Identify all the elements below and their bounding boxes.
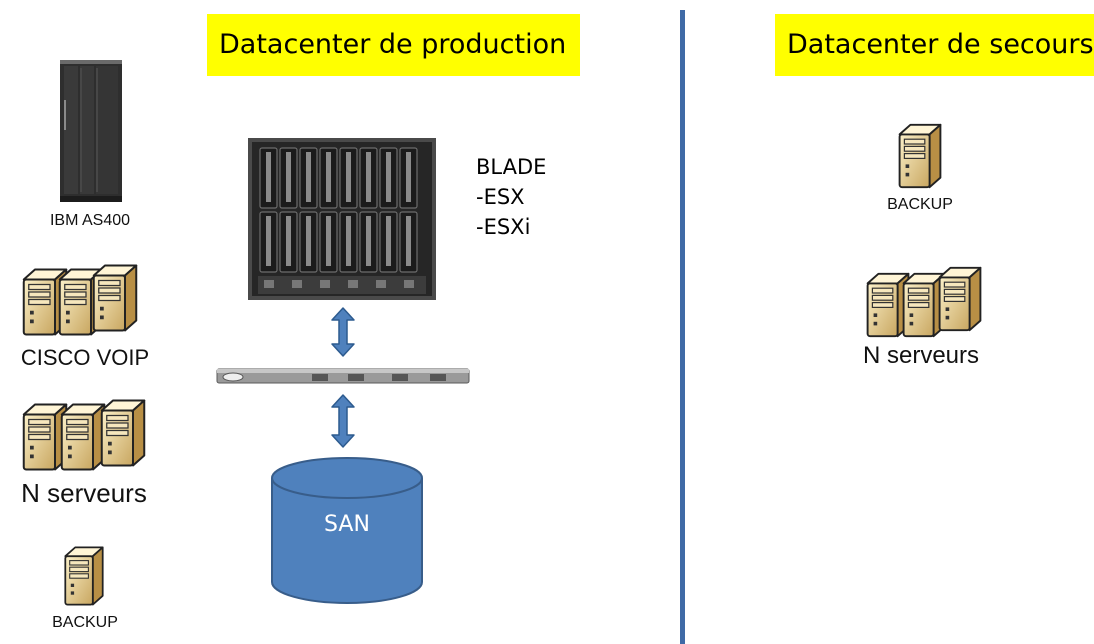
backup-site-title: Datacenter de secours xyxy=(775,14,1094,76)
san-label: SAN xyxy=(324,512,370,537)
blade-line: -ESXi xyxy=(476,215,531,239)
blade-line: -ESX xyxy=(476,185,525,209)
backup-label-left: BACKUP xyxy=(52,614,118,631)
server-tower-icon xyxy=(896,122,944,190)
backup-label-right: BACKUP xyxy=(887,196,953,213)
servers-group-left xyxy=(20,398,150,478)
database-cylinder-icon xyxy=(271,457,423,604)
server-tower-icon xyxy=(90,263,140,333)
server-tower-icon xyxy=(62,545,106,607)
cisco-voip-server-group xyxy=(20,263,140,343)
blade-line: BLADE xyxy=(476,155,547,179)
cisco-voip-label: CISCO VOIP xyxy=(20,345,150,370)
blade-chassis-icon xyxy=(248,138,436,300)
double-arrow-icon xyxy=(331,307,355,357)
server-tower-icon xyxy=(98,398,148,468)
servers-group-right xyxy=(864,265,994,343)
blade-description: BLADE -ESX -ESXi xyxy=(476,152,596,242)
production-title: Datacenter de production xyxy=(207,14,580,76)
server-tower-icon xyxy=(936,265,984,333)
servers-label-left: N serveurs xyxy=(21,478,147,508)
datacenter-divider xyxy=(680,10,685,644)
ibm-as400-rack-icon xyxy=(60,60,122,202)
double-arrow-icon xyxy=(331,394,355,448)
servers-label-right: N serveurs xyxy=(862,342,980,369)
as400-label: IBM AS400 xyxy=(49,212,131,229)
network-switch-icon xyxy=(216,368,470,384)
